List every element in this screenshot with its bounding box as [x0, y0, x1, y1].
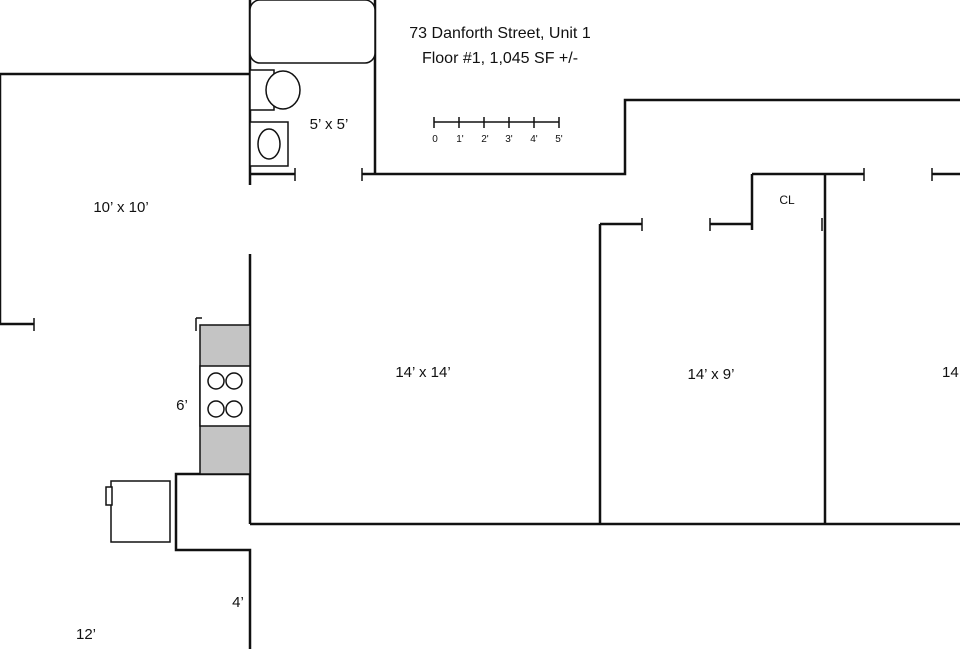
bathtub [249, 0, 376, 64]
appliance-box [105, 480, 171, 543]
room-label-closet: CL [779, 193, 795, 207]
scale-tick-5: 5' [555, 134, 563, 145]
room-label-living: 14’ x 14’ [395, 364, 450, 381]
scale-tick-2: 2' [481, 134, 489, 145]
toilet [249, 69, 301, 111]
sink [249, 121, 289, 167]
dim-lower-left: 12’ [76, 626, 96, 643]
scale-bar: 0 1' 2' 3' 4' 5' [432, 117, 563, 145]
scale-tick-0: 0 [432, 134, 438, 145]
floor-info: Floor #1, 1,045 SF +/- [422, 50, 578, 67]
scale-tick-1: 1' [456, 134, 464, 145]
kitchen-counter [195, 317, 251, 475]
room-label-bedroom-1: 14’ x 9’ [688, 366, 735, 383]
room-label-bedroom-2-partial: 14 [942, 364, 959, 381]
address-title: 73 Danforth Street, Unit 1 [409, 25, 591, 42]
dim-kitchen-counter: 6’ [176, 397, 188, 414]
room-label-bath: 5’ x 5’ [310, 116, 349, 133]
dim-hall-width: 4’ [232, 594, 244, 611]
scale-tick-4: 4' [530, 134, 538, 145]
room-label-left-room: 10’ x 10’ [93, 199, 148, 216]
scale-tick-3: 3' [505, 134, 513, 145]
